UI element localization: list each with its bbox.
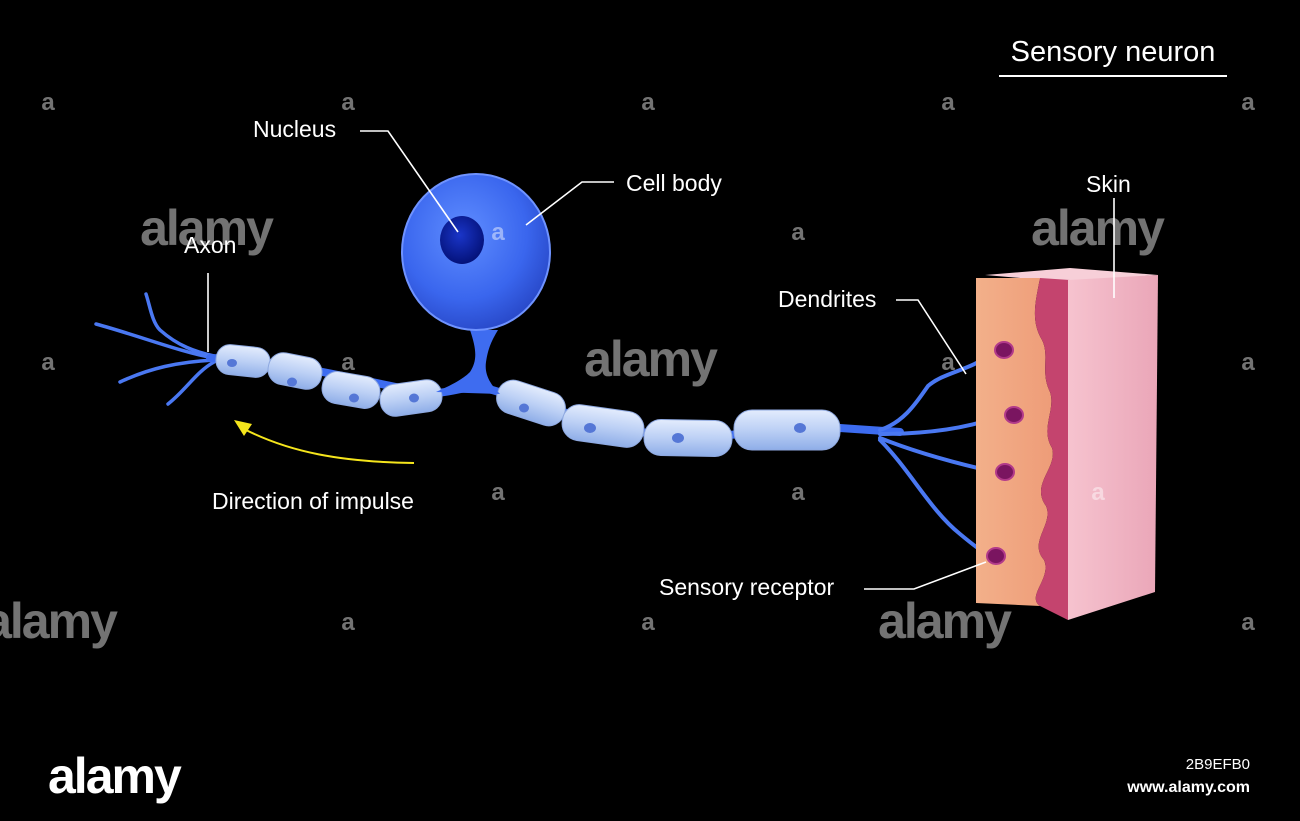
brand-logo: alamy: [48, 748, 182, 804]
sensory-receptors: [986, 341, 1024, 565]
label-cell-body: Cell body: [626, 170, 722, 196]
watermark-mark: a: [941, 89, 955, 116]
myelin-sheath: [215, 344, 841, 457]
soma-stalk: [436, 330, 500, 394]
watermark-mark: a: [791, 479, 805, 506]
watermarks: a a a a a a a a a a a a a a a a a alamy …: [0, 89, 1255, 649]
watermark-mark: a: [641, 89, 655, 116]
watermark-mark: a: [41, 89, 55, 116]
watermark-mark: a: [341, 349, 355, 376]
nucleus: [440, 216, 484, 264]
watermark-mark: a: [941, 349, 955, 376]
axon-terminals: [94, 292, 216, 406]
watermark-mark: a: [491, 479, 505, 506]
watermark-mark: a: [641, 609, 655, 636]
schwann-nuclei: [227, 359, 806, 443]
watermark-word: alamy: [0, 593, 118, 649]
label-sensory-receptor: Sensory receptor: [659, 574, 834, 600]
label-direction-of-impulse: Direction of impulse: [212, 488, 414, 514]
label-skin: Skin: [1086, 171, 1131, 197]
watermark-mark: a: [341, 89, 355, 116]
watermark-word: alamy: [584, 331, 718, 387]
watermark-word: alamy: [878, 593, 1012, 649]
skin-block: [976, 268, 1158, 620]
skin-dermis: [1034, 278, 1070, 620]
impulse-direction-arrow: [234, 420, 415, 464]
skin-epidermis: [976, 278, 1053, 606]
watermark-word: alamy: [140, 200, 274, 256]
watermark-mark: a: [41, 349, 55, 376]
diagram-title: Sensory neuron: [1011, 36, 1216, 68]
watermark-mark: a: [1241, 89, 1255, 116]
labels: Sensory neuron Nucleus Cell body Axon Sk…: [184, 36, 1215, 600]
stock-url: www.alamy.com: [1126, 779, 1250, 796]
neuron: [94, 173, 997, 558]
stock-image-id: 2B9EFB0: [1186, 756, 1250, 773]
label-nucleus: Nucleus: [253, 116, 336, 142]
watermark-mark: a: [1241, 609, 1255, 636]
watermark-mark: a: [341, 609, 355, 636]
watermark-word: alamy: [1031, 200, 1165, 256]
label-axon: Axon: [184, 232, 236, 258]
watermark-mark: a: [1091, 479, 1105, 506]
footer-branding: alamy 2B9EFB0 www.alamy.com: [48, 748, 1250, 804]
watermark-mark: a: [1241, 349, 1255, 376]
skin-surface: [1068, 275, 1158, 620]
leader-lines: [207, 75, 1227, 590]
watermark-mark: a: [791, 219, 805, 246]
label-dendrites: Dendrites: [778, 286, 876, 312]
watermark-mark: a: [491, 219, 505, 246]
